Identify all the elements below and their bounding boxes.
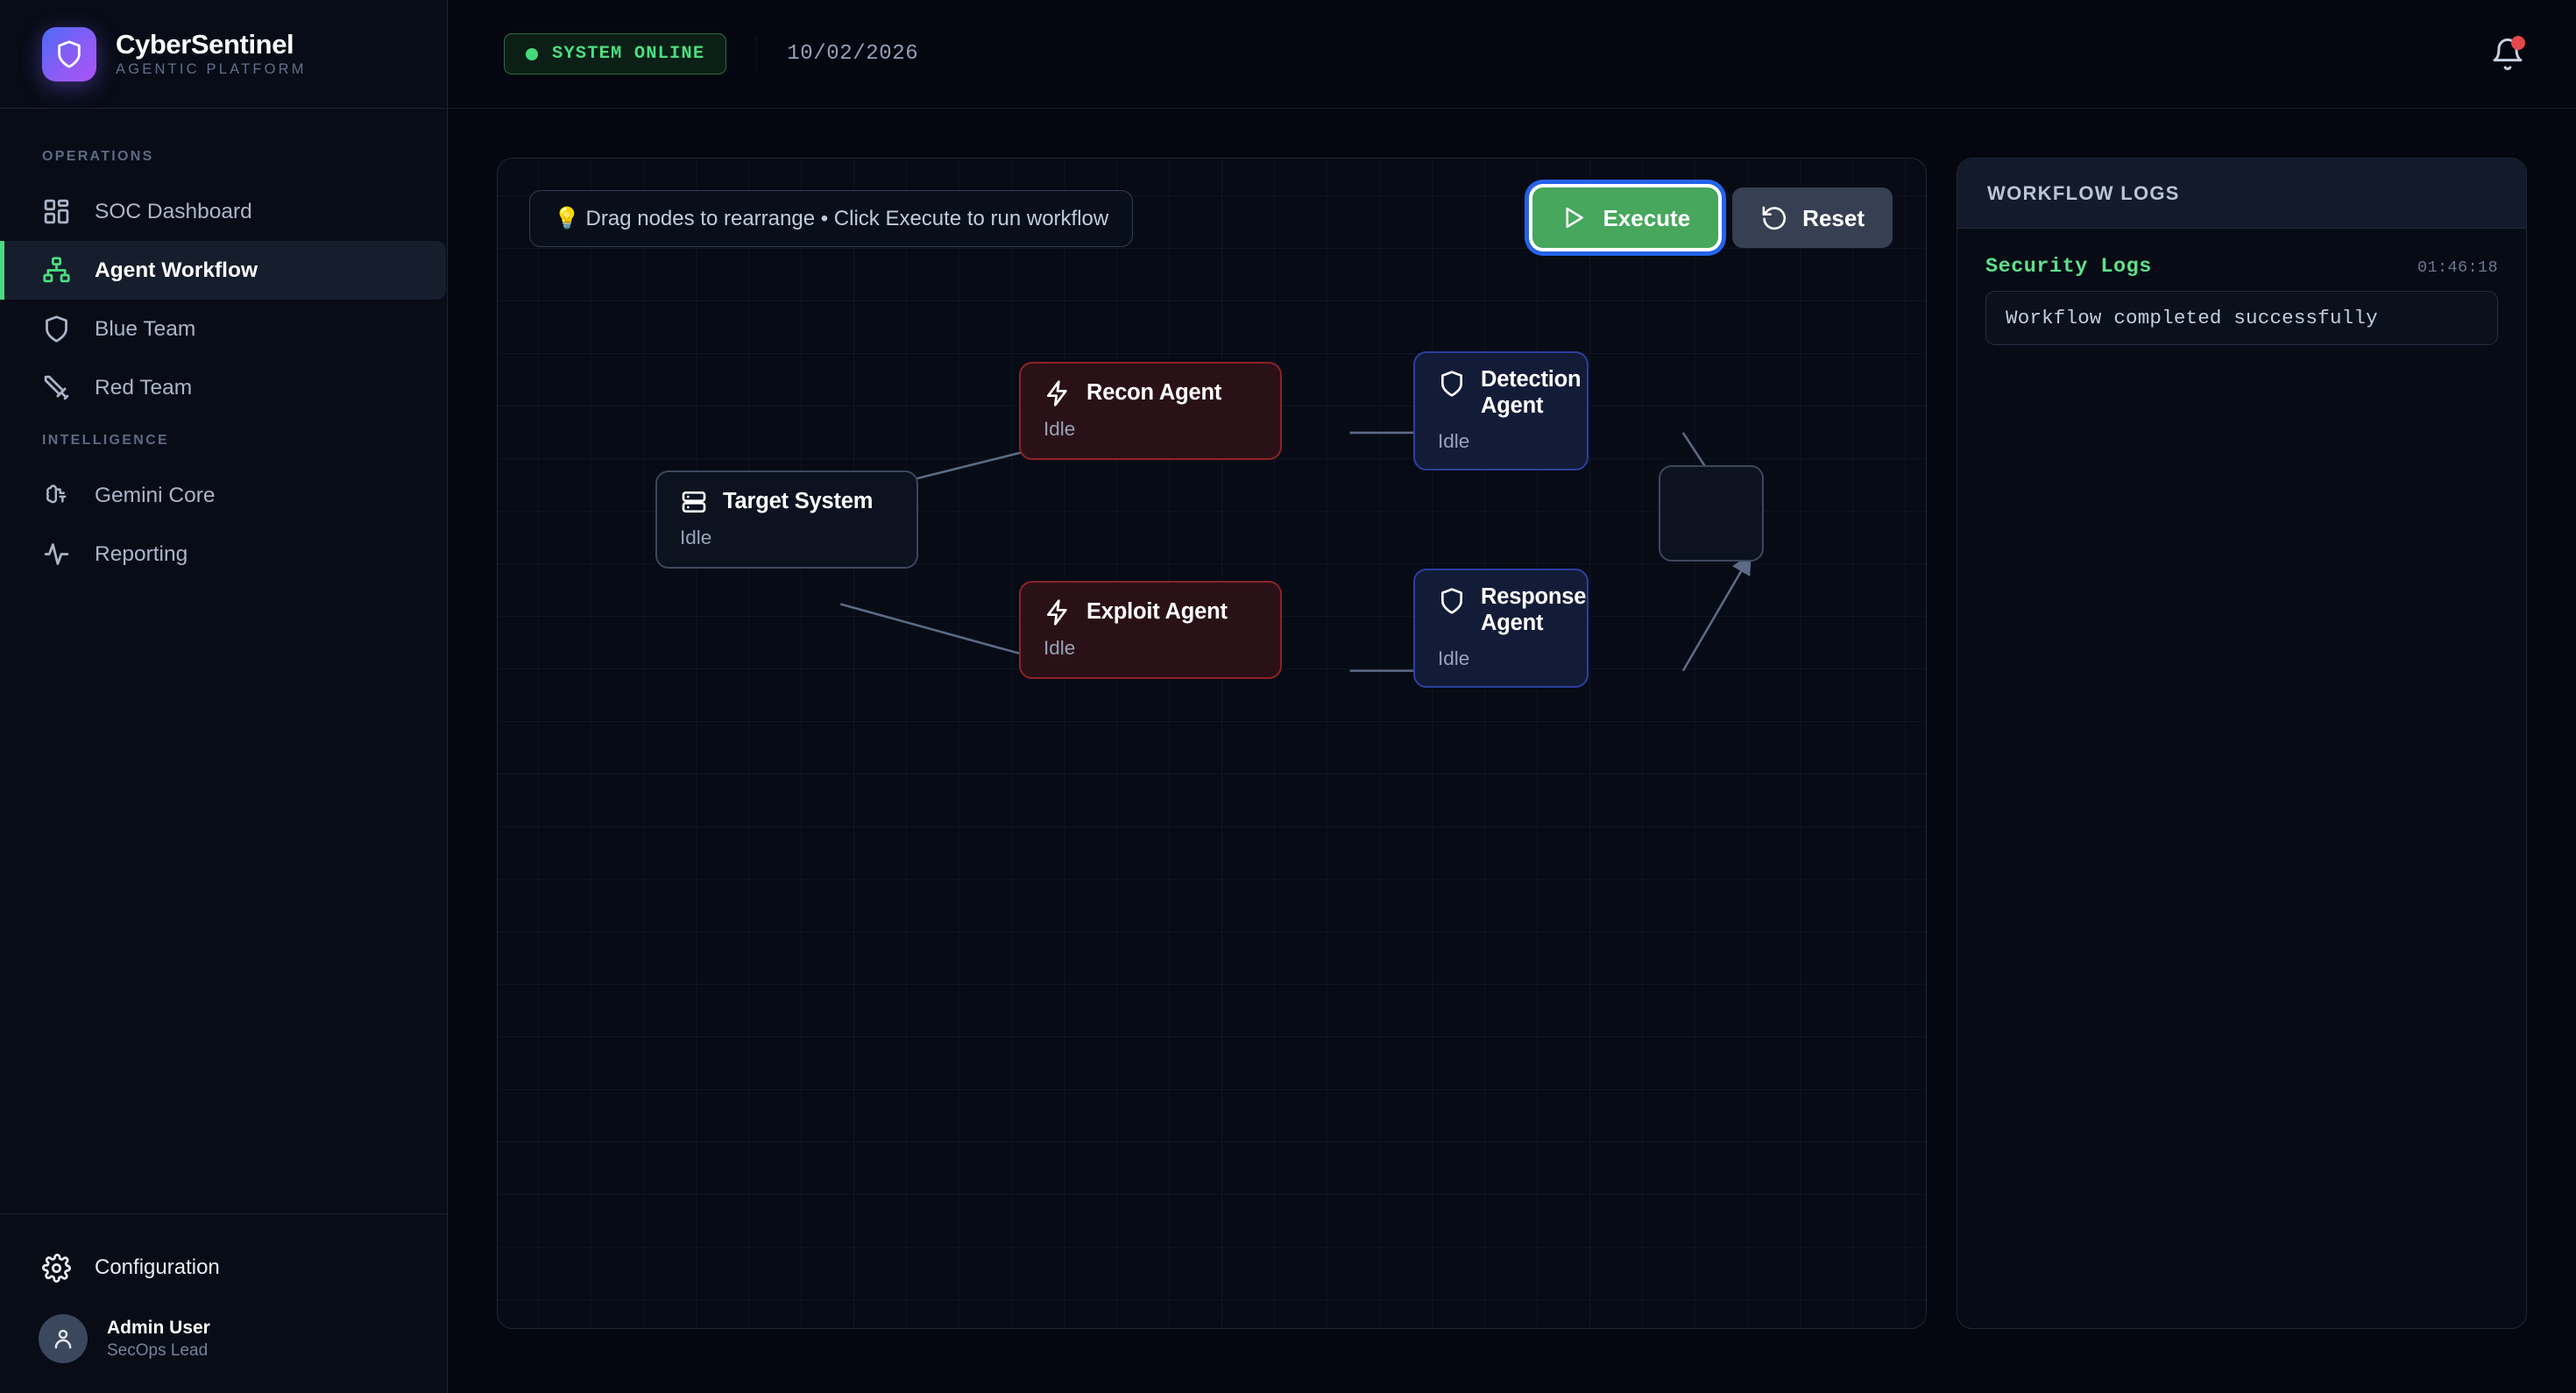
sword-icon [42, 373, 71, 402]
node-status: Idle [1438, 647, 1470, 669]
canvas-grid [498, 159, 1926, 1328]
avatar [39, 1314, 88, 1363]
sidebar-item-reporting[interactable]: Reporting [0, 525, 446, 583]
sidebar-item-red-team[interactable]: Red Team [0, 358, 446, 417]
sidebar-item-blue-team[interactable]: Blue Team [0, 300, 446, 358]
workflow-node-exploit-agent[interactable]: Exploit Agent Idle [1019, 581, 1282, 679]
content-area: 💡 Drag nodes to rearrange • Click Execut… [448, 109, 2576, 1393]
topbar-divider [756, 35, 758, 73]
activity-pulse-icon [42, 540, 71, 569]
log-source: Security Logs [1985, 255, 2152, 279]
reset-label: Reset [1802, 204, 1865, 231]
lightning-icon [1047, 380, 1067, 407]
configuration-label: Configuration [95, 1255, 220, 1279]
node-title: Recon Agent [1086, 380, 1222, 406]
workflow-node-target-system[interactable]: Target System Idle [655, 470, 918, 569]
sidebar-item-gemini-core[interactable]: Gemini Core [0, 466, 446, 525]
brand-header: CyberSentinel AGENTIC PLATFORM [0, 0, 447, 109]
sidebar-item-label: Red Team [95, 375, 193, 400]
user-icon [54, 1329, 72, 1349]
sidebar-item-label: Reporting [95, 541, 188, 566]
bell-icon [2493, 38, 2523, 70]
sidebar-footer: Configuration Admin User SecOps Lead [0, 1213, 447, 1393]
brand-title: CyberSentinel [116, 28, 294, 60]
notification-badge [2511, 35, 2525, 50]
log-message: Workflow completed successfully [1985, 291, 2498, 345]
workflow-node-recon-agent[interactable]: Recon Agent Idle [1019, 362, 1282, 460]
node-status: Idle [1044, 418, 1076, 440]
sidebar-item-label: Blue Team [95, 316, 196, 341]
notifications-button[interactable] [2485, 32, 2530, 77]
workflow-canvas[interactable]: 💡 Drag nodes to rearrange • Click Execut… [497, 158, 1927, 1329]
topbar: SYSTEM ONLINE 10/02/2026 [448, 0, 2576, 109]
sidebar-item-label: Agent Workflow [95, 258, 258, 282]
user-name: Admin User [107, 1317, 210, 1338]
node-status: Idle [1438, 429, 1470, 452]
network-nodes-icon [42, 256, 71, 285]
node-status: Idle [680, 527, 712, 548]
sidebar: CyberSentinel AGENTIC PLATFORM OPERATION… [0, 0, 448, 1393]
gear-icon [42, 1253, 71, 1283]
lightning-icon [1047, 599, 1067, 626]
reset-button[interactable]: Reset [1732, 187, 1893, 248]
sidebar-item-soc-dashboard[interactable]: SOC Dashboard [0, 182, 446, 241]
shield-icon [42, 315, 71, 343]
status-label: SYSTEM ONLINE [552, 44, 705, 64]
log-entry: Security Logs 01:46:18 Workflow complete… [1985, 255, 2498, 345]
shield-icon [58, 39, 81, 68]
main-area: SYSTEM ONLINE 10/02/2026 [448, 0, 2576, 1393]
execute-button[interactable]: Execute [1532, 187, 1719, 248]
nav-section-operations: OPERATIONS [42, 149, 154, 164]
sidebar-item-configuration[interactable]: Configuration [0, 1241, 447, 1295]
grid-dashboard-icon [42, 197, 71, 226]
status-dot-icon [526, 47, 538, 60]
logs-header: WORKFLOW LOGS [1957, 159, 2526, 229]
node-title: Exploit Agent [1086, 599, 1228, 625]
log-timestamp: 01:46:18 [2417, 258, 2498, 277]
sidebar-item-label: Gemini Core [95, 483, 216, 507]
brain-icon [42, 481, 71, 510]
shield-icon [1441, 371, 1462, 398]
user-profile[interactable]: Admin User SecOps Lead [0, 1295, 447, 1363]
server-icon [682, 491, 706, 513]
node-title: Target System [723, 489, 874, 514]
brand-subtitle: AGENTIC PLATFORM [116, 61, 307, 78]
user-role: SecOps Lead [107, 1340, 209, 1360]
canvas-toolbar: Execute Reset [1532, 187, 1893, 248]
brand-logo [42, 26, 96, 81]
workflow-node-clipped[interactable] [1659, 465, 1764, 562]
sidebar-item-agent-workflow[interactable]: Agent Workflow [0, 241, 446, 300]
node-title: Detection Agent [1481, 367, 1582, 418]
status-badge: SYSTEM ONLINE [504, 33, 727, 74]
workflow-logs-panel: WORKFLOW LOGS Security Logs 01:46:18 Wor… [1957, 158, 2527, 1329]
node-title: Response Agent [1481, 584, 1587, 635]
sidebar-item-label: SOC Dashboard [95, 199, 252, 223]
canvas-hint: 💡 Drag nodes to rearrange • Click Execut… [529, 190, 1134, 247]
sidebar-nav: OPERATIONS SOC Dashboard Agent Workflow … [0, 109, 447, 1213]
node-status: Idle [1044, 637, 1076, 659]
workflow-node-detection-agent[interactable]: Detection Agent Idle [1413, 351, 1589, 470]
shield-icon [1441, 588, 1462, 615]
nav-section-intelligence: INTELLIGENCE [42, 433, 169, 448]
logs-body: Security Logs 01:46:18 Workflow complete… [1957, 229, 2526, 1328]
execute-label: Execute [1603, 204, 1691, 231]
workflow-node-response-agent[interactable]: Response Agent Idle [1413, 569, 1589, 688]
play-icon [1566, 207, 1584, 229]
rotate-ccw-icon [1762, 206, 1787, 230]
current-date: 10/02/2026 [787, 42, 919, 66]
